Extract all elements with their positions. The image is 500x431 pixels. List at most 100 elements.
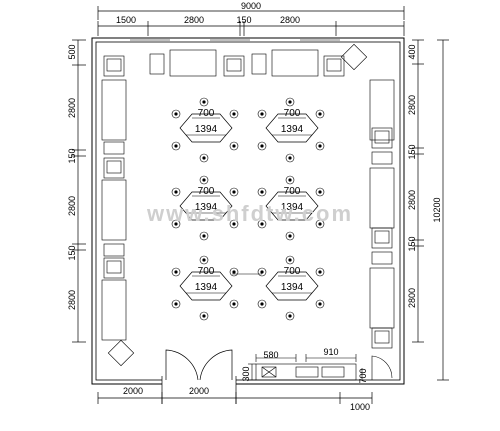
stool-center <box>174 270 178 274</box>
dim-left-3: 150 <box>67 148 77 163</box>
dim-right-4: 2800 <box>407 190 417 210</box>
stool <box>315 219 325 229</box>
dim-left-2: 2800 <box>67 98 77 118</box>
stool <box>285 231 295 241</box>
stool <box>257 299 267 309</box>
stool <box>257 219 267 229</box>
stool-center <box>174 222 178 226</box>
stool-center <box>260 144 264 148</box>
table-span-label: 1394 <box>281 282 304 293</box>
stool-center <box>174 144 178 148</box>
dim-right-3: 150 <box>407 144 417 159</box>
hex-table-top <box>179 191 233 221</box>
stool <box>285 175 295 185</box>
stool <box>257 187 267 197</box>
stool <box>199 231 209 241</box>
stool-center <box>288 234 292 238</box>
stool <box>229 219 239 229</box>
dim-right-5: 150 <box>407 236 417 251</box>
stool <box>257 109 267 119</box>
dim-bottom-3: 1000 <box>350 402 370 412</box>
hex-table-top <box>179 271 233 301</box>
stool-center <box>202 100 206 104</box>
stool-center <box>202 258 206 262</box>
right-dimensions <box>412 39 449 381</box>
stool <box>229 109 239 119</box>
stool-center <box>260 190 264 194</box>
dim-bench-4: 700 <box>358 368 368 383</box>
dim-left-1: 500 <box>67 44 77 59</box>
stool <box>229 187 239 197</box>
stool-center <box>202 156 206 160</box>
stool-center <box>260 112 264 116</box>
dim-left-6: 2800 <box>67 290 77 310</box>
top-equipment <box>103 43 368 77</box>
dim-bench-2: 910 <box>323 347 338 357</box>
stool <box>229 267 239 277</box>
stool <box>171 109 181 119</box>
stool <box>257 141 267 151</box>
stool <box>285 311 295 321</box>
table-width-label: 700 <box>284 266 301 277</box>
dim-right-6: 2800 <box>407 288 417 308</box>
table-width-label: 700 <box>198 108 215 119</box>
stool <box>171 219 181 229</box>
door-opening <box>162 378 236 386</box>
dim-top-4: 2800 <box>280 15 300 25</box>
stool-center <box>232 302 236 306</box>
dim-bench-3: 300 <box>241 366 251 381</box>
stool-center <box>318 302 322 306</box>
table-width-label: 700 <box>284 108 301 119</box>
dim-bench-1: 580 <box>263 350 278 360</box>
left-dimensions <box>72 39 86 343</box>
table-span-label: 1394 <box>195 202 218 213</box>
stool-center <box>260 302 264 306</box>
stool-center <box>318 112 322 116</box>
stool-center <box>202 178 206 182</box>
stool <box>199 97 209 107</box>
dim-left-4: 2800 <box>67 196 77 216</box>
stool-center <box>174 112 178 116</box>
stool-center <box>318 270 322 274</box>
hex-table: 700 1394 <box>257 255 325 321</box>
stool <box>315 141 325 151</box>
stool-center <box>288 178 292 182</box>
stool-center <box>318 144 322 148</box>
stool <box>285 255 295 265</box>
dim-right-2: 2800 <box>407 95 417 115</box>
stool <box>229 299 239 309</box>
hex-table-top <box>265 113 319 143</box>
stool <box>171 187 181 197</box>
stool <box>171 267 181 277</box>
stool-center <box>232 144 236 148</box>
stool <box>199 153 209 163</box>
stool <box>315 187 325 197</box>
hex-table-top <box>265 271 319 301</box>
stool-center <box>260 222 264 226</box>
stool-center <box>288 258 292 262</box>
bottom-dimensions <box>97 392 373 404</box>
stool-center <box>260 270 264 274</box>
dim-bottom-1: 2000 <box>123 386 143 396</box>
table-width-label: 700 <box>198 186 215 197</box>
stool-center <box>318 222 322 226</box>
stool <box>285 153 295 163</box>
table-span-label: 1394 <box>195 282 218 293</box>
stool-center <box>232 112 236 116</box>
stool-center <box>174 302 178 306</box>
stool-center <box>232 190 236 194</box>
dim-top-2: 2800 <box>184 15 204 25</box>
stool-center <box>288 314 292 318</box>
dim-bottom-2: 2000 <box>189 386 209 396</box>
stool <box>315 267 325 277</box>
left-equipment <box>101 79 135 367</box>
stool <box>171 299 181 309</box>
hex-table-top <box>179 113 233 143</box>
stool <box>285 97 295 107</box>
stool <box>199 311 209 321</box>
stool <box>199 175 209 185</box>
